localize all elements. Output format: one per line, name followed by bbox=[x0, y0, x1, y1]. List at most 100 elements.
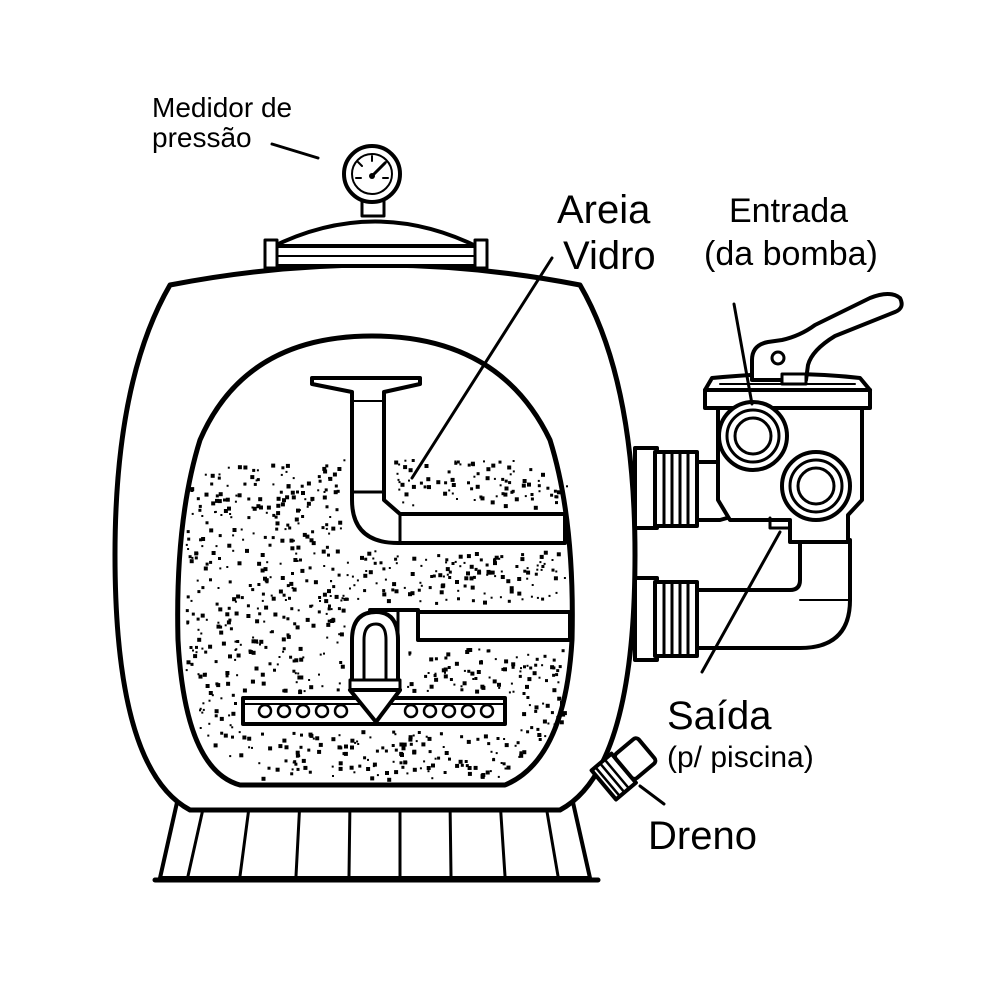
inlet-label-line2: (da bomba) bbox=[704, 235, 878, 273]
sand-grain bbox=[428, 586, 432, 590]
sand-grain bbox=[353, 771, 356, 774]
sand-grain bbox=[456, 498, 458, 500]
sand-grain bbox=[486, 573, 489, 576]
sand-grain bbox=[386, 599, 391, 604]
sand-grain bbox=[349, 587, 351, 590]
sand-grain bbox=[282, 593, 286, 597]
sand-grain bbox=[552, 688, 557, 693]
sand-grain bbox=[472, 678, 475, 680]
sand-grain bbox=[225, 612, 230, 617]
sand-grain bbox=[285, 463, 290, 468]
sand-grain bbox=[286, 617, 290, 621]
sand-grain bbox=[474, 567, 478, 571]
sand-grain bbox=[286, 634, 291, 639]
sand-grain bbox=[298, 646, 303, 651]
sand-grain bbox=[444, 671, 446, 674]
sand-grain bbox=[265, 511, 268, 514]
sand-grain bbox=[405, 761, 408, 764]
sand-grain bbox=[193, 654, 198, 659]
sand-grain bbox=[510, 682, 513, 685]
sand-grain bbox=[553, 489, 557, 493]
sand-grain bbox=[205, 684, 210, 688]
sand-grain bbox=[254, 666, 259, 671]
sand-grain bbox=[298, 690, 303, 695]
sand-grain bbox=[186, 530, 190, 534]
sand-grain bbox=[503, 492, 508, 497]
sand-grain bbox=[215, 602, 219, 606]
sand-grain bbox=[490, 570, 495, 575]
sand-grain bbox=[406, 772, 409, 775]
sand-grain bbox=[445, 567, 450, 572]
sand-grain bbox=[196, 617, 200, 621]
sand-grain bbox=[510, 490, 514, 494]
sand-grain bbox=[508, 481, 512, 485]
sand-grain bbox=[470, 487, 474, 491]
sand-grain bbox=[557, 696, 562, 701]
sand-grain bbox=[541, 565, 545, 568]
sand-grain bbox=[504, 659, 509, 664]
sand-grain bbox=[216, 626, 219, 629]
sand-grain bbox=[197, 628, 200, 631]
sand-grain bbox=[308, 679, 311, 681]
sand-grain bbox=[460, 735, 464, 739]
sand-grain bbox=[252, 636, 255, 639]
sand-grain bbox=[373, 561, 377, 565]
sand-grain bbox=[195, 645, 198, 649]
sand-grain bbox=[451, 483, 456, 487]
sand-grain bbox=[369, 736, 372, 739]
sand-grain bbox=[527, 482, 531, 487]
sand-grain bbox=[465, 650, 470, 654]
sand-grain bbox=[209, 560, 213, 564]
sand-grain bbox=[276, 496, 281, 501]
sand-grain bbox=[451, 562, 455, 565]
sand-grain bbox=[566, 485, 568, 488]
sand-grain bbox=[520, 667, 522, 670]
sand-grain bbox=[187, 548, 190, 550]
sand-grain bbox=[436, 480, 441, 485]
sand-grain bbox=[211, 501, 216, 506]
sand-grain bbox=[500, 575, 505, 579]
sand-grain bbox=[214, 714, 218, 718]
sand-grain bbox=[375, 582, 378, 585]
sand-grain bbox=[525, 684, 529, 689]
sand-grain bbox=[198, 674, 203, 679]
sand-grain bbox=[327, 589, 331, 594]
sand-grain bbox=[290, 772, 294, 776]
sand-grain bbox=[427, 770, 430, 773]
sand-grain bbox=[501, 492, 505, 496]
sand-grain bbox=[191, 612, 195, 616]
sand-grain bbox=[474, 677, 478, 680]
sand-grain bbox=[434, 672, 437, 675]
sand-grain bbox=[219, 630, 224, 635]
sand-grain bbox=[290, 490, 295, 495]
sand-grain bbox=[327, 553, 330, 557]
sand-grain bbox=[237, 493, 242, 498]
sand-grain bbox=[228, 618, 232, 622]
sand-grain bbox=[223, 498, 226, 502]
sand-grain bbox=[477, 570, 482, 575]
sand-grain bbox=[415, 740, 418, 743]
sand-grain bbox=[338, 766, 343, 771]
sand-grain bbox=[367, 758, 369, 761]
sand-grain bbox=[223, 733, 228, 738]
sand-grain bbox=[196, 579, 199, 582]
sand-grain bbox=[488, 676, 491, 679]
sand-grain bbox=[278, 656, 281, 658]
sand-grain bbox=[296, 559, 299, 562]
sand-grain bbox=[326, 636, 329, 639]
sand-grain bbox=[296, 545, 301, 550]
sand-grain bbox=[194, 551, 199, 556]
sand-grain bbox=[323, 652, 325, 655]
sand-grain bbox=[437, 756, 441, 760]
sand-grain bbox=[552, 658, 556, 662]
sand-grain bbox=[201, 586, 205, 590]
sand-grain bbox=[317, 610, 321, 614]
sand-grain bbox=[532, 671, 537, 676]
sand-grain bbox=[523, 665, 526, 669]
sand-grain bbox=[306, 501, 311, 506]
sand-grain bbox=[190, 487, 195, 492]
sand-grain bbox=[302, 532, 307, 537]
sand-grain bbox=[220, 514, 223, 516]
sand-grain bbox=[493, 477, 496, 480]
sand-grain bbox=[302, 656, 305, 659]
